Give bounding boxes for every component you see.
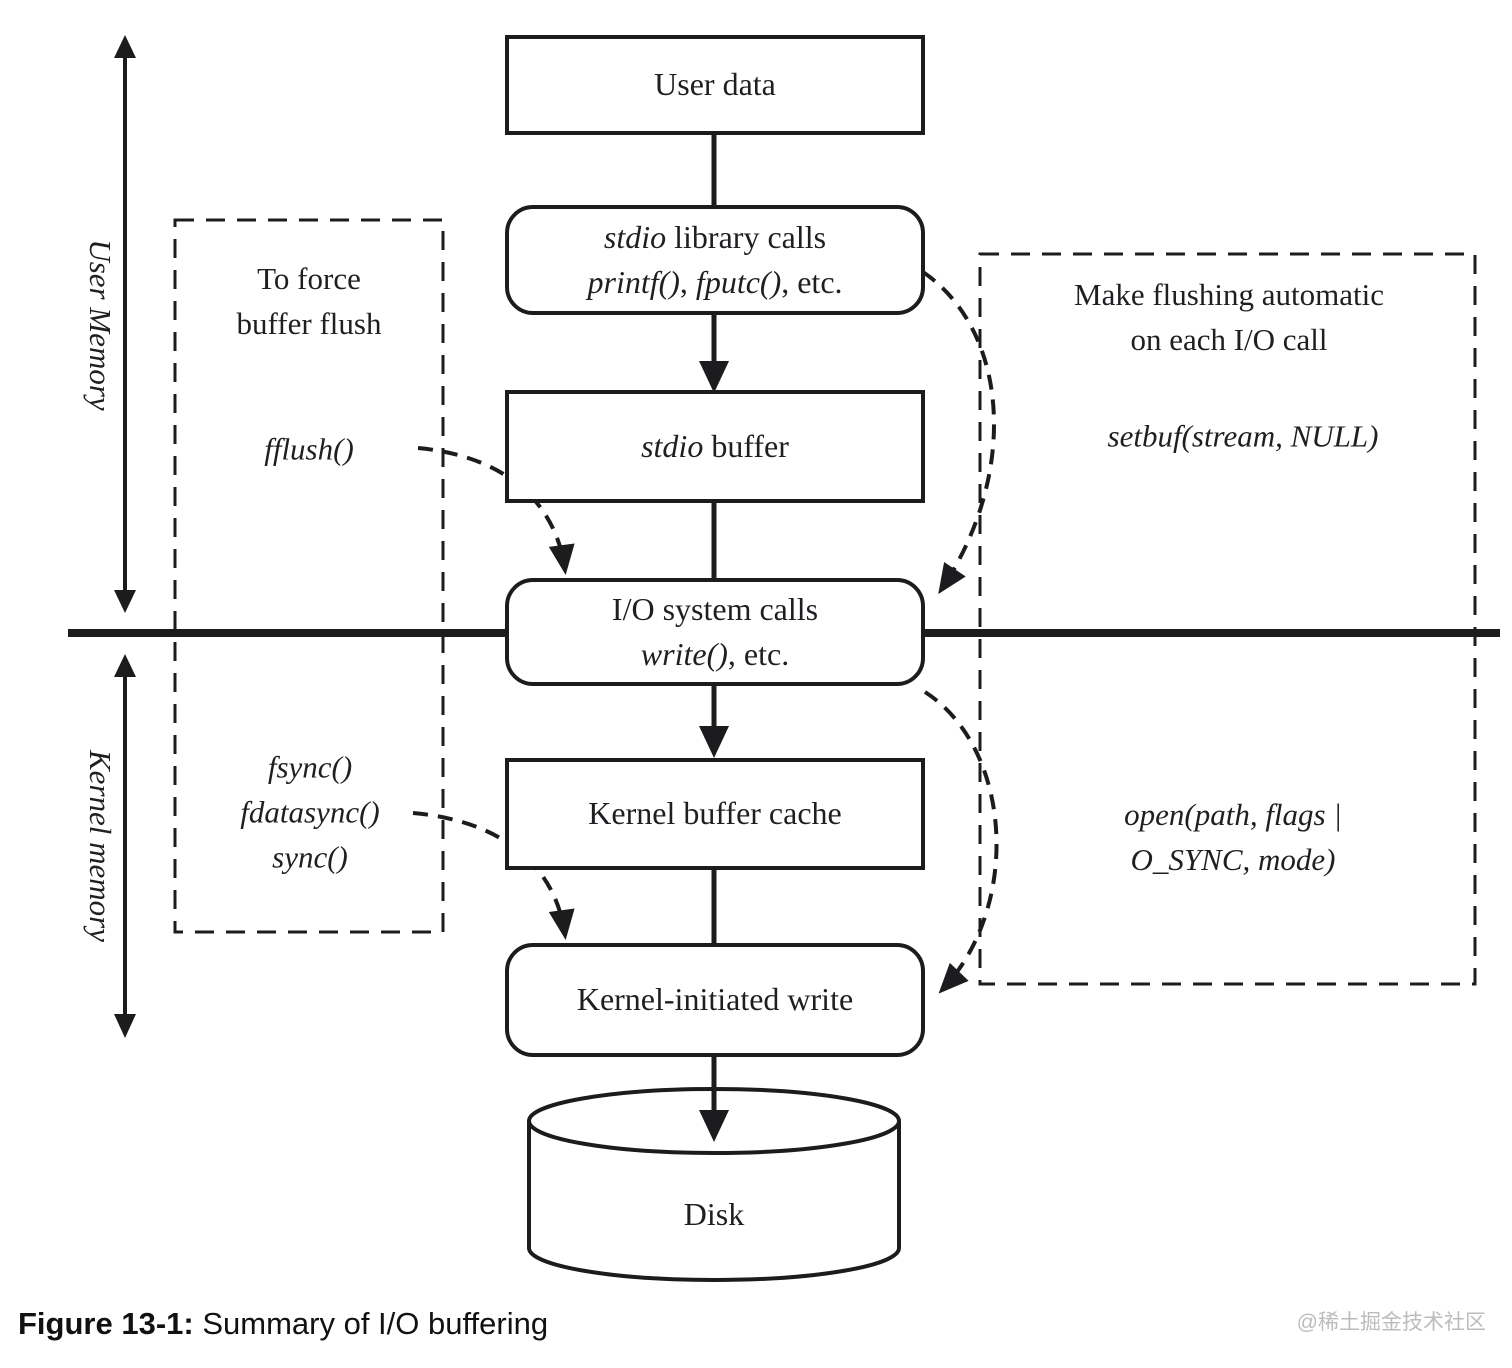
fflush-call-label: fflush() bbox=[264, 431, 354, 467]
auto-flush-title: Make flushing automatic on each I/O call bbox=[1074, 277, 1384, 357]
kernel-memory-extent-arrow bbox=[114, 654, 136, 1038]
arrowhead-into-disk bbox=[699, 1110, 729, 1142]
user-data-label: User data bbox=[654, 66, 776, 103]
kernel-buffer-cache-box: Kernel buffer cache bbox=[505, 758, 925, 870]
setbuf-arrow bbox=[921, 270, 997, 595]
disk-cylinder bbox=[527, 1087, 901, 1282]
open-osync-call-label: open(path, flags | O_SYNC, mode) bbox=[1124, 797, 1342, 877]
fsync-arrow bbox=[412, 811, 575, 940]
io-system-calls-label: I/O system calls write(), etc. bbox=[611, 590, 819, 672]
figure-caption-number: Figure 13-1: bbox=[18, 1306, 194, 1341]
stdio-buffer-box: stdio buffer bbox=[505, 390, 925, 503]
open-osync-arrow bbox=[923, 690, 999, 994]
figure-caption-text: Summary of I/O buffering bbox=[193, 1306, 549, 1341]
force-flush-title: To force buffer flush bbox=[236, 261, 382, 341]
kernel-buffer-cache-label: Kernel buffer cache bbox=[588, 795, 842, 832]
user-memory-label: User Memory bbox=[83, 239, 118, 411]
kernel-initiated-write-label: Kernel-initiated write bbox=[576, 981, 854, 1018]
kernel-memory-label: Kernel memory bbox=[83, 750, 118, 942]
arrowhead-into-kernel-cache bbox=[699, 726, 729, 758]
force-flush-dashed-box bbox=[173, 218, 445, 934]
stdio-library-calls-label: stdio library calls printf(), fputc(), e… bbox=[587, 218, 843, 300]
watermark: @稀土掘金技术社区 bbox=[1296, 1311, 1486, 1334]
disk-label: Disk bbox=[683, 1195, 745, 1232]
auto-flush-dashed-box bbox=[978, 252, 1477, 986]
io-system-calls-box: I/O system calls write(), etc. bbox=[505, 578, 925, 686]
stdio-library-calls-box: stdio library calls printf(), fputc(), e… bbox=[505, 205, 925, 315]
kernel-initiated-write-box: Kernel-initiated write bbox=[505, 943, 925, 1057]
arrowhead-into-stdio-buffer bbox=[699, 361, 729, 393]
figure-caption: Figure 13-1: Summary of I/O buffering bbox=[18, 1306, 548, 1342]
user-memory-extent-arrow bbox=[114, 35, 136, 613]
sync-calls-label: fsync() fdatasync() sync() bbox=[240, 749, 380, 875]
stdio-buffer-label: stdio buffer bbox=[641, 427, 789, 464]
user-data-box: User data bbox=[505, 35, 925, 135]
setbuf-call-label: setbuf(stream, NULL) bbox=[1107, 418, 1379, 454]
